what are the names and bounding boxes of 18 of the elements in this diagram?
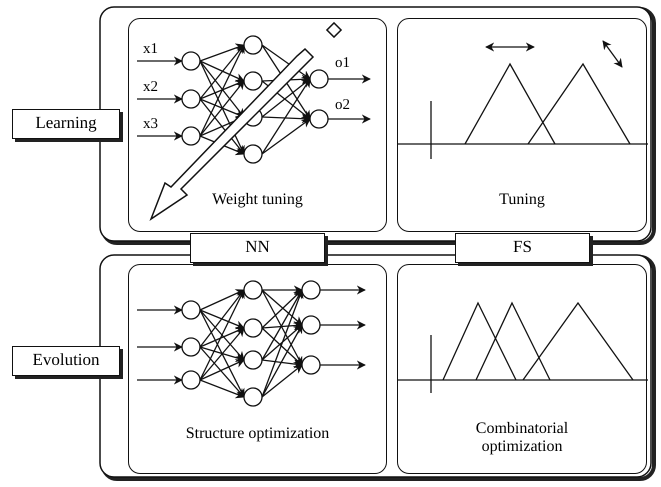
input-label: x1 (143, 41, 158, 58)
input-label: x2 (143, 79, 158, 96)
panel-caption: Tuning (498, 191, 546, 209)
panel (397, 264, 647, 474)
group-frame (12, 254, 657, 482)
panel-caption: Structure optimization (184, 425, 330, 443)
panel (397, 18, 647, 232)
output-label: o2 (335, 97, 350, 114)
band-title: Evolution (12, 346, 120, 376)
tab-label: FS (455, 233, 590, 263)
panel (128, 264, 387, 474)
tab-label: NN (190, 233, 325, 263)
band-title: Learning (12, 109, 120, 139)
panel-caption: Weight tuning (211, 191, 304, 209)
output-label: o1 (335, 55, 350, 72)
input-label: x3 (143, 116, 158, 133)
panel-caption: Combinatorial optimization (474, 420, 570, 456)
panel (128, 18, 387, 232)
